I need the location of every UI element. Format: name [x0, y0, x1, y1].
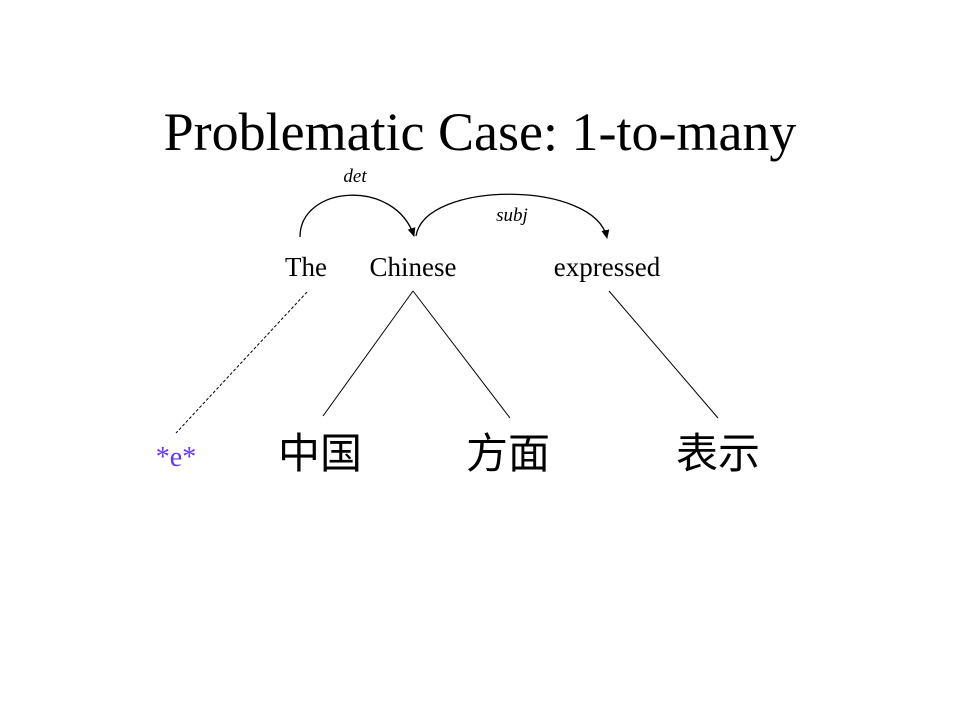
slide-title: Problematic Case: 1-to-many — [164, 102, 797, 162]
foreign-word-empty: *e* — [156, 442, 196, 473]
alignment-link-the-empty — [175, 291, 308, 434]
english-word-chinese: Chinese — [370, 252, 457, 282]
foreign-word-biaoshi: 表示 — [676, 429, 760, 478]
alignment-link-expressed-biaoshi — [608, 290, 719, 419]
english-word-the: The — [285, 252, 327, 282]
foreign-word-fangmian: 方面 — [466, 429, 550, 478]
alignment-link-chinese-zhongguo — [322, 290, 414, 417]
english-word-expressed: expressed — [554, 252, 661, 282]
subj-label: subj — [496, 205, 528, 226]
subj-arc — [415, 193, 610, 239]
alignment-link-chinese-fangmian — [412, 290, 511, 419]
det-arc — [299, 194, 416, 238]
foreign-word-zhongguo: 中国 — [278, 429, 362, 478]
det-label: det — [343, 166, 367, 187]
